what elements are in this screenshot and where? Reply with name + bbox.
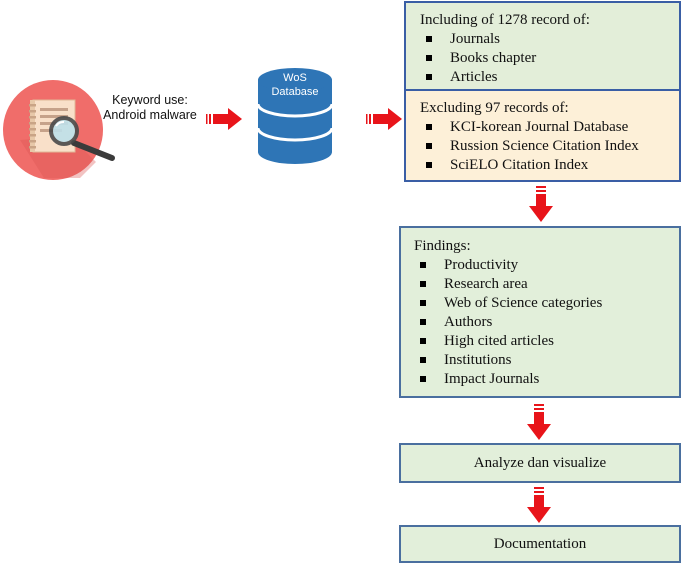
documentation-box: Documentation <box>399 525 681 563</box>
excluding-box: Excluding 97 records of: KCI-korean Jour… <box>404 89 681 182</box>
database-icon <box>256 68 334 164</box>
excluding-list: KCI-korean Journal Database Russion Scie… <box>420 118 679 175</box>
database-line-2: Database <box>271 86 319 98</box>
list-item: Authors <box>414 313 679 332</box>
list-item: Russion Science Citation Index <box>420 137 679 156</box>
list-item: Books chapter <box>420 49 679 68</box>
analyze-box: Analyze dan visualize <box>399 443 681 483</box>
findings-box: Findings: Productivity Research area Web… <box>399 226 681 398</box>
arrow-right-icon <box>366 108 402 130</box>
list-item: Impact Journals <box>414 370 679 389</box>
list-item: High cited articles <box>414 332 679 351</box>
arrow-down-icon <box>527 404 551 440</box>
list-item: Productivity <box>414 256 679 275</box>
list-item: Research area <box>414 275 679 294</box>
database-label: WoS Database <box>256 71 334 99</box>
documentation-label: Documentation <box>493 535 587 552</box>
including-list: Journals Books chapter Articles <box>420 30 679 87</box>
database-line-1: WoS <box>283 72 307 84</box>
including-box: Including of 1278 record of: Journals Bo… <box>404 1 681 91</box>
arrow-right-icon <box>206 108 242 130</box>
document-search-icon <box>3 80 115 180</box>
findings-list: Productivity Research area Web of Scienc… <box>414 256 679 389</box>
list-item: KCI-korean Journal Database <box>420 118 679 137</box>
keyword-label: Keyword use: Android malware <box>90 93 210 123</box>
arrow-down-icon <box>529 186 553 222</box>
analyze-label: Analyze dan visualize <box>473 454 607 471</box>
keyword-line-1: Keyword use: <box>112 93 188 107</box>
findings-heading: Findings: <box>414 238 471 254</box>
arrow-down-icon <box>527 487 551 523</box>
list-item: Web of Science categories <box>414 294 679 313</box>
excluding-heading: Excluding 97 records of: <box>420 100 569 116</box>
list-item: SciELO Citation Index <box>420 156 679 175</box>
list-item: Journals <box>420 30 679 49</box>
keyword-line-2: Android malware <box>103 108 197 122</box>
list-item: Articles <box>420 68 679 87</box>
including-heading: Including of 1278 record of: <box>420 12 590 28</box>
list-item: Institutions <box>414 351 679 370</box>
